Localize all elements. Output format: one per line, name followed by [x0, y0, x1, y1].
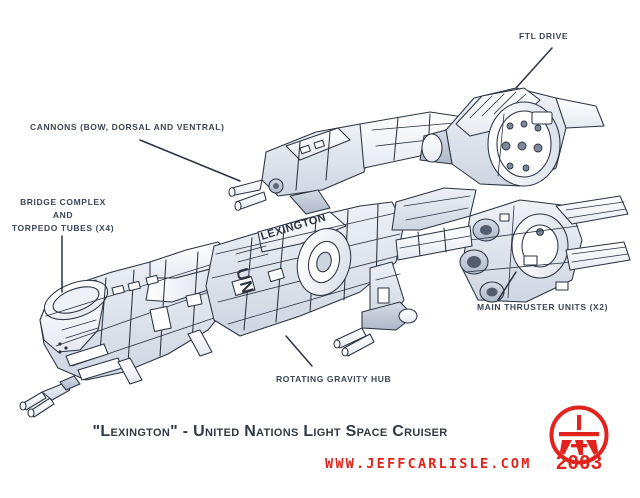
ftl-drive-module [419, 87, 605, 187]
leader-gravity-hub [285, 335, 313, 367]
hull-group [19, 87, 631, 418]
leader-main-thruster [497, 271, 517, 301]
ventral-fin-fwd [117, 357, 143, 385]
ventral-pylon [333, 261, 418, 357]
thruster-nozzles [459, 218, 505, 303]
ventral-fin-mid [187, 329, 213, 357]
leader-ftl-drive [515, 47, 553, 89]
dorsal-cannon-turrets [228, 123, 373, 215]
leader-cannons [139, 139, 241, 182]
callout-cannons: CANNONS (BOW, DORSAL AND VENTRAL) [30, 122, 225, 132]
bow-bridge-complex [39, 241, 237, 381]
artist-website-url: WWW.JEFFCARLISLE.COM [325, 456, 532, 472]
dorsal-spine [359, 111, 477, 231]
bow-cannons [19, 375, 81, 418]
midship-hull [205, 201, 405, 337]
main-thruster-block [459, 195, 631, 303]
jeff-carlisle-roundel-logo [549, 405, 609, 465]
illustration-title: "Lexington" - United Nations Light Space… [92, 423, 448, 440]
callout-bridge-and: AND [52, 210, 74, 220]
callout-bridge-complex: BRIDGE COMPLEX [20, 197, 106, 207]
callout-torpedo-tubes: TORPEDO TUBES (X4) [11, 223, 115, 233]
callout-ftl-drive: FTL DRIVE [519, 31, 569, 41]
callout-main-thruster-units: MAIN THRUSTER UNITS (X2) [477, 302, 609, 312]
leader-lines [61, 47, 553, 367]
midship-stern-truss [395, 225, 473, 261]
callout-rotating-gravity-hub: ROTATING GRAVITY HUB [276, 374, 392, 384]
